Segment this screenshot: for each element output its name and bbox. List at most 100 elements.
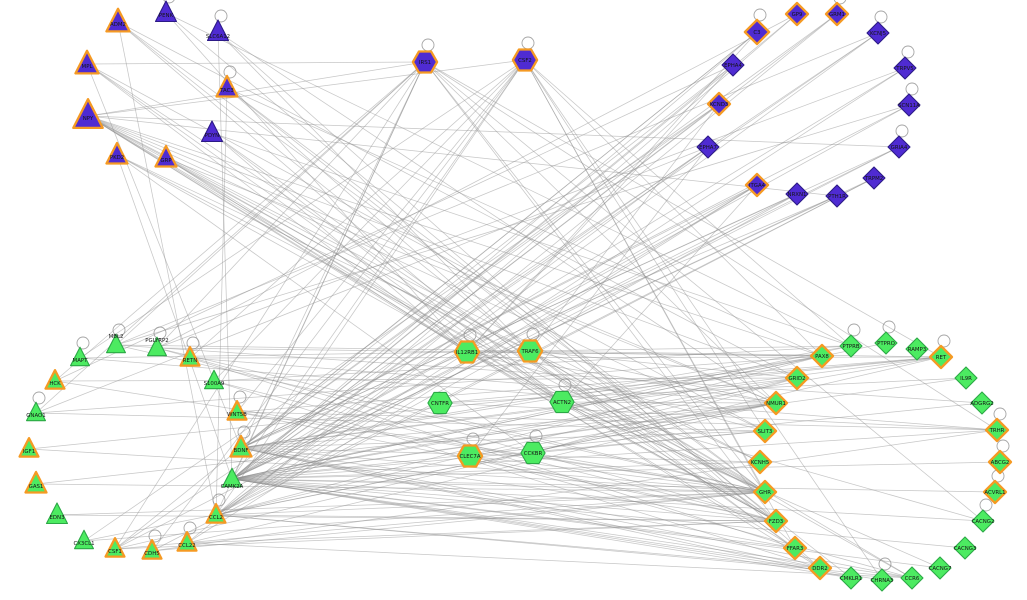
node-FFAR3[interactable] bbox=[782, 535, 808, 561]
node-NRXN1[interactable] bbox=[785, 182, 809, 206]
node-GHR[interactable] bbox=[752, 479, 778, 505]
edge-CX3CL1-GHR bbox=[83, 491, 766, 542]
node-EPHA7[interactable] bbox=[696, 135, 720, 159]
node-CAMK2A[interactable] bbox=[222, 467, 242, 488]
node-CX3CL1[interactable] bbox=[74, 529, 94, 550]
node-CACNG2[interactable] bbox=[971, 509, 995, 533]
node-IGF1[interactable] bbox=[18, 437, 40, 458]
self-loop-BDNF bbox=[237, 425, 251, 439]
node-ACTN2[interactable] bbox=[549, 390, 575, 414]
node-CHRNA3[interactable] bbox=[870, 568, 894, 592]
node-MBL2[interactable] bbox=[106, 333, 126, 354]
node-RAMP3[interactable] bbox=[905, 337, 929, 361]
self-loop-PENK bbox=[163, 0, 175, 4]
self-loop-RETN bbox=[186, 336, 200, 350]
node-CACNG3[interactable] bbox=[953, 536, 977, 560]
node-S100A9[interactable] bbox=[204, 369, 224, 390]
node-CCR6[interactable] bbox=[900, 566, 924, 590]
node-GRIA4[interactable] bbox=[887, 135, 911, 159]
node-ABCG2[interactable] bbox=[987, 449, 1013, 475]
node-IRS1[interactable] bbox=[411, 50, 439, 74]
self-loop-CCL2 bbox=[212, 493, 226, 507]
node-PAX8[interactable] bbox=[809, 343, 835, 369]
node-KCNH5[interactable] bbox=[747, 449, 773, 475]
node-PKD2[interactable] bbox=[105, 141, 129, 165]
node-CCKBR[interactable] bbox=[520, 441, 546, 465]
node-TRPM2[interactable] bbox=[862, 166, 886, 190]
node-WNT5B[interactable] bbox=[226, 400, 248, 421]
edge-CAMK2A-ADGRG2 bbox=[231, 402, 983, 480]
node-GNAO1[interactable] bbox=[25, 401, 47, 422]
node-ADM2[interactable] bbox=[105, 7, 131, 33]
edge-BDNF-RET bbox=[240, 356, 942, 449]
node-PDYN[interactable] bbox=[200, 120, 224, 143]
node-CLEC7A[interactable] bbox=[456, 444, 484, 468]
node-CDH5[interactable] bbox=[141, 539, 163, 560]
node-RETN[interactable] bbox=[179, 346, 201, 367]
node-KCND3[interactable] bbox=[706, 91, 732, 117]
edge-IL12RB1-FZD3 bbox=[466, 351, 777, 522]
node-FZD3[interactable] bbox=[763, 508, 789, 534]
node-GAS1[interactable] bbox=[24, 470, 48, 494]
node-TRAF6[interactable] bbox=[516, 339, 544, 363]
node-PENK[interactable] bbox=[154, 0, 178, 23]
edge-CNTFR-RET bbox=[439, 356, 942, 404]
node-SCN11A[interactable] bbox=[897, 93, 921, 117]
node-NMUR1[interactable] bbox=[763, 390, 789, 416]
node-DDR2[interactable] bbox=[807, 555, 833, 581]
node-SLC6A12[interactable] bbox=[206, 19, 230, 42]
node-GRM1[interactable] bbox=[824, 1, 850, 27]
node-SLIT3[interactable] bbox=[752, 418, 778, 444]
node-NPY[interactable] bbox=[72, 98, 104, 130]
node-TRPV5[interactable] bbox=[893, 56, 917, 80]
node-IL12RB1[interactable] bbox=[453, 340, 481, 364]
edge-IGF1-GHR bbox=[28, 448, 766, 493]
node-PTPRB[interactable] bbox=[839, 334, 863, 358]
node-ACVRL1[interactable] bbox=[982, 479, 1008, 505]
node-EDN3[interactable] bbox=[45, 502, 69, 525]
node-PTH1R[interactable] bbox=[825, 184, 849, 208]
edge-CAMK2A-CACNG3 bbox=[231, 478, 966, 549]
node-IL9R[interactable] bbox=[954, 366, 978, 390]
node-CCL2[interactable] bbox=[205, 503, 227, 524]
node-CNTFR[interactable] bbox=[427, 391, 453, 415]
node-MPL[interactable] bbox=[74, 49, 100, 75]
edge-GRIA4-CSF1 bbox=[114, 146, 900, 550]
node-HCK[interactable] bbox=[44, 369, 66, 390]
node-TRHR[interactable] bbox=[984, 417, 1010, 443]
node-CACNG7[interactable] bbox=[928, 556, 952, 580]
edge-IRS1-RET bbox=[424, 61, 942, 358]
node-GRID2[interactable] bbox=[784, 365, 810, 391]
edge-ACTN2-CACNG2 bbox=[561, 401, 984, 522]
edge-RETN-FFAR3 bbox=[189, 357, 796, 549]
node-C3[interactable] bbox=[743, 18, 771, 46]
edge-IRS1-MBL2 bbox=[115, 61, 426, 346]
node-RET[interactable] bbox=[928, 344, 954, 370]
node-BDNF[interactable] bbox=[229, 434, 253, 458]
edge-PGLYRP2-FZD3 bbox=[156, 347, 777, 522]
node-CSF1[interactable] bbox=[104, 537, 126, 558]
edge-KCNJ5-CSF1 bbox=[114, 32, 879, 550]
node-CCL22[interactable] bbox=[176, 531, 198, 552]
node-EPHA4[interactable] bbox=[721, 53, 745, 77]
node-PTPRO[interactable] bbox=[874, 331, 898, 355]
node-TAC3[interactable] bbox=[215, 74, 239, 98]
edge-NPY-PAX8 bbox=[87, 115, 823, 357]
edge-ITGA4-ACTN2 bbox=[561, 184, 758, 403]
node-GP9[interactable] bbox=[784, 1, 810, 27]
edge-CSF2-PTPRB bbox=[524, 59, 852, 347]
edge-ACTN2-PAX8 bbox=[561, 355, 823, 403]
self-loop-TRHR bbox=[993, 407, 1007, 421]
node-MAPT[interactable] bbox=[70, 346, 90, 367]
edge-S100A9-PTPRB bbox=[213, 345, 852, 382]
node-PGLYRP2[interactable] bbox=[147, 336, 167, 357]
node-ITGA4[interactable] bbox=[744, 172, 770, 198]
node-KCNJ5[interactable] bbox=[866, 21, 890, 45]
node-ADGRG2[interactable] bbox=[970, 391, 994, 415]
node-CMKLR1[interactable] bbox=[839, 566, 863, 590]
node-GRP[interactable] bbox=[154, 144, 178, 168]
edge-CCL22-CCR6 bbox=[186, 542, 913, 579]
edge-ADM2-CCL2 bbox=[117, 21, 217, 516]
node-CSF2[interactable] bbox=[511, 48, 539, 72]
